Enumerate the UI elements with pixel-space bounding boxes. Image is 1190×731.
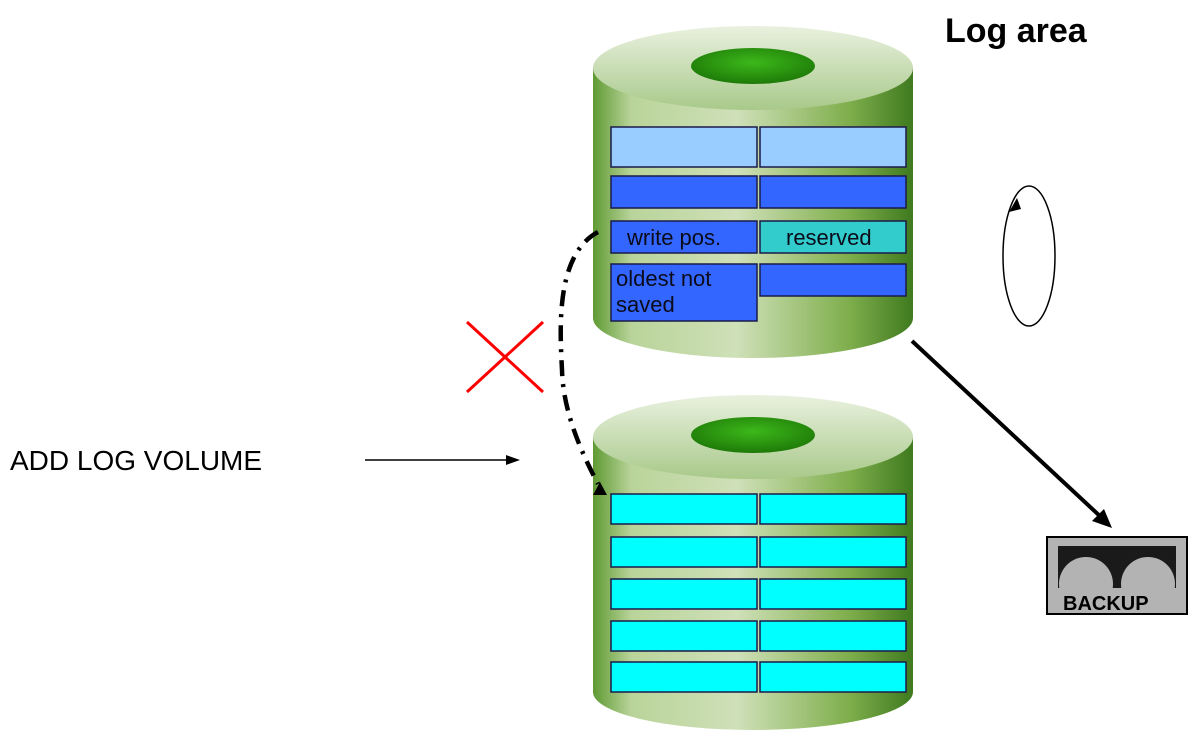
backup-arrowhead — [1092, 509, 1112, 528]
log-cell — [610, 175, 758, 209]
write-pos-label: write pos. — [626, 225, 721, 250]
log-cell — [759, 536, 907, 568]
backup-arrow-shaft — [910, 339, 1104, 520]
new-log-volume — [593, 395, 913, 730]
add-log-volume-arrowhead — [506, 455, 520, 465]
log-cell — [759, 661, 907, 693]
log-cell — [610, 620, 758, 652]
log-cell — [610, 126, 758, 168]
log-cell — [759, 493, 907, 525]
redirect-arrowhead — [593, 482, 607, 495]
top-log-volume: write pos. reserved oldest not saved — [593, 26, 913, 358]
not-allowed-cross-icon — [465, 320, 545, 394]
log-area-title: Log area — [945, 12, 1088, 50]
reserved-cell — [759, 220, 907, 254]
log-cell — [759, 175, 907, 209]
log-cell — [610, 661, 758, 693]
log-cell — [759, 620, 907, 652]
log-cell — [759, 126, 907, 168]
log-cell — [759, 578, 907, 610]
backup-tape-icon: BACKUP — [1046, 536, 1188, 615]
oldest-not-saved-cell — [610, 263, 758, 322]
add-log-volume-label: ADD LOG VOLUME — [10, 445, 262, 476]
cyclic-loop-arrowhead — [1009, 198, 1021, 212]
top-cylinder-hole — [691, 48, 815, 84]
log-cell — [610, 578, 758, 610]
log-cell — [610, 536, 758, 568]
write-pos-cell — [610, 220, 758, 254]
log-cell — [610, 493, 758, 525]
log-cell — [759, 263, 907, 297]
backup-label: BACKUP — [1063, 593, 1149, 615]
redirect-dashdot-arc — [558, 230, 600, 486]
reserved-label: reserved — [786, 225, 872, 250]
cyclic-loop-icon — [1002, 185, 1056, 327]
bottom-cylinder-hole — [691, 417, 815, 453]
oldest-not-saved-label: oldest not saved — [616, 266, 718, 317]
